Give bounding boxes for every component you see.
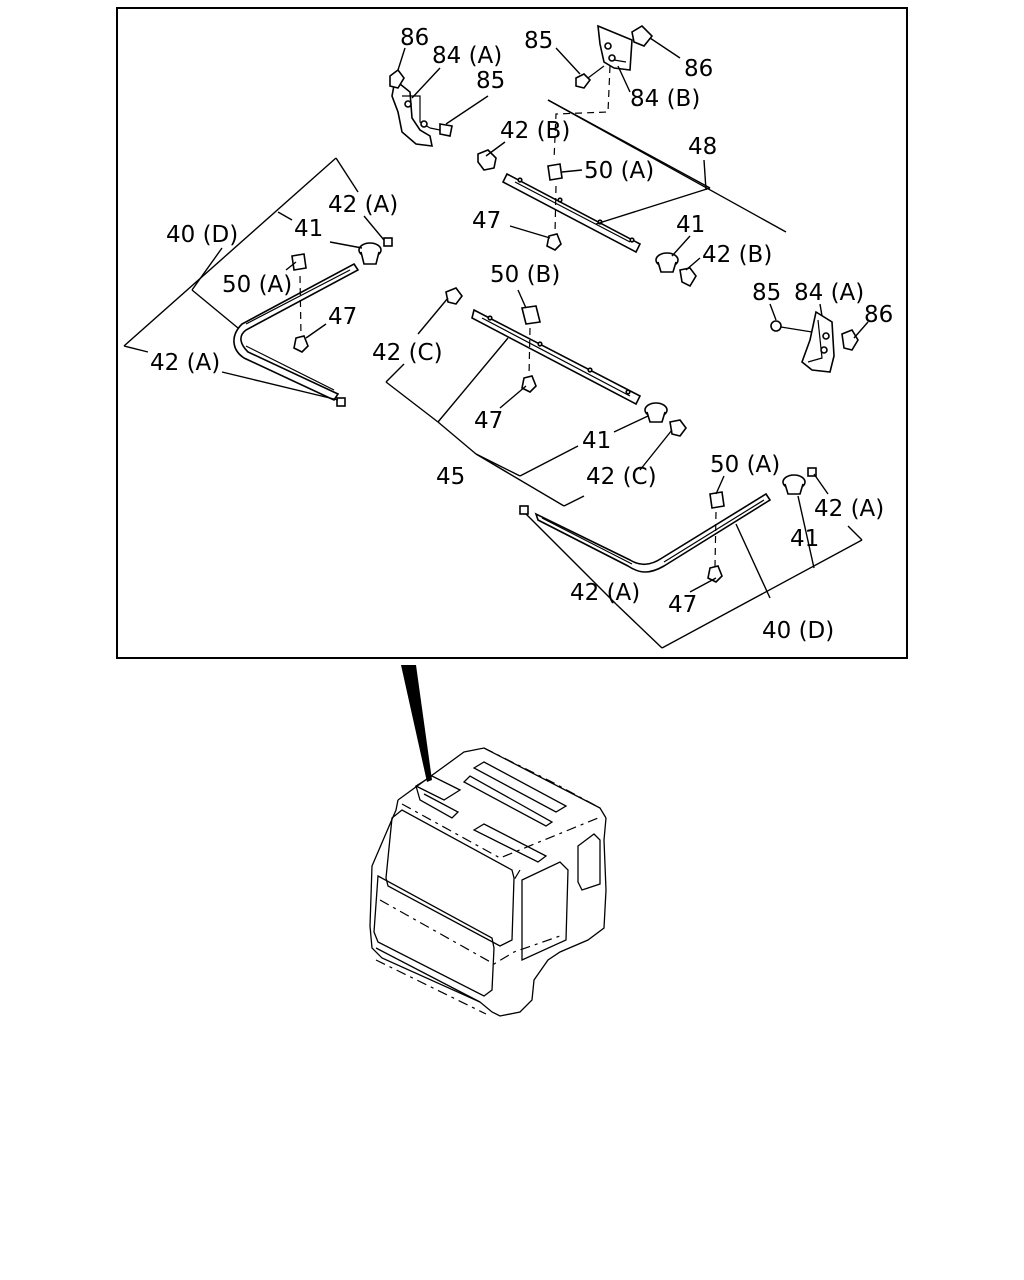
label-50a-top: 50 (A)	[584, 158, 654, 184]
label-40d-left: 40 (D)	[166, 222, 238, 248]
label-85-top-left: 85	[476, 68, 505, 94]
label-47-mid: 47	[474, 408, 503, 434]
clip-42c-right	[669, 419, 687, 437]
bracket-84a-right	[801, 310, 835, 373]
cap-41-mid	[644, 402, 668, 423]
label-42b-top: 42 (B)	[500, 118, 570, 144]
clip-42a-left-top	[383, 237, 393, 247]
clip-50b	[521, 305, 541, 325]
label-86-top-left: 86	[400, 25, 429, 51]
screw-85-right	[770, 320, 813, 333]
leader-lines	[123, 37, 869, 649]
screw-47-left	[293, 275, 309, 353]
rail-40d-left	[233, 262, 360, 402]
cab-illustration	[369, 747, 607, 1017]
cap-41-right	[782, 474, 806, 495]
detail-frame	[116, 7, 908, 659]
label-42c-right: 42 (C)	[586, 464, 657, 490]
screw-47-mid	[521, 327, 537, 393]
rail-48	[501, 172, 642, 254]
label-48: 48	[688, 134, 717, 160]
label-50a-right: 50 (A)	[710, 452, 780, 478]
label-50a-left: 50 (A)	[222, 272, 292, 298]
rail-45	[471, 308, 642, 406]
label-84a-top-left: 84 (A)	[432, 43, 502, 69]
screw-47-top	[546, 185, 562, 251]
label-41-right: 41	[790, 526, 819, 552]
clip-50a-right	[709, 491, 725, 509]
label-84a-right: 84 (A)	[794, 280, 864, 306]
clip-86-top-right	[631, 24, 654, 47]
label-41-mid: 41	[582, 428, 611, 454]
clip-42a-right-top	[807, 467, 817, 477]
clip-50a-left	[291, 253, 307, 271]
clip-42a-left-bottom	[336, 397, 346, 407]
label-50b: 50 (B)	[490, 262, 560, 288]
label-42c-left: 42 (C)	[372, 340, 443, 366]
label-45: 45	[436, 464, 465, 490]
label-86-right: 86	[864, 302, 893, 328]
label-42a-right-top: 42 (A)	[814, 496, 884, 522]
label-47-left: 47	[328, 304, 357, 330]
label-84b: 84 (B)	[630, 86, 700, 112]
clip-86-top-left	[389, 68, 405, 89]
part-labels: 86 84 (A) 85 85 86 84 (B) 42 (B) 48 50 (…	[150, 25, 893, 644]
label-86-top-right: 86	[684, 56, 713, 82]
clip-42a-right-left	[519, 505, 529, 515]
label-40d-right: 40 (D)	[762, 618, 834, 644]
label-85-right: 85	[752, 280, 781, 306]
clip-50a-top	[547, 163, 563, 181]
mount-line-84b	[553, 65, 611, 161]
clip-86-right	[841, 329, 859, 351]
label-47-right: 47	[668, 592, 697, 618]
screw-85-top-right	[575, 65, 605, 89]
label-42a-left-top: 42 (A)	[328, 192, 398, 218]
clip-42c-left	[445, 287, 463, 305]
cap-41-left	[358, 242, 382, 265]
label-42b-right: 42 (B)	[702, 242, 772, 268]
location-pointer	[401, 665, 432, 782]
rail-40d-right	[534, 492, 772, 573]
label-42a-right-bottom: 42 (A)	[570, 580, 640, 606]
screw-85-top-left	[429, 123, 453, 137]
label-41-left: 41	[294, 216, 323, 242]
label-41-top: 41	[676, 212, 705, 238]
label-47-top: 47	[472, 208, 501, 234]
label-85-top-right: 85	[524, 28, 553, 54]
screw-47-right	[707, 511, 723, 583]
bracket-84a-top	[391, 78, 434, 147]
cap-41-top	[655, 252, 679, 273]
label-42a-left-bottom: 42 (A)	[150, 350, 220, 376]
clip-42b-right	[679, 267, 697, 288]
bracket-84b	[597, 24, 633, 71]
clip-42b-top	[477, 149, 497, 171]
